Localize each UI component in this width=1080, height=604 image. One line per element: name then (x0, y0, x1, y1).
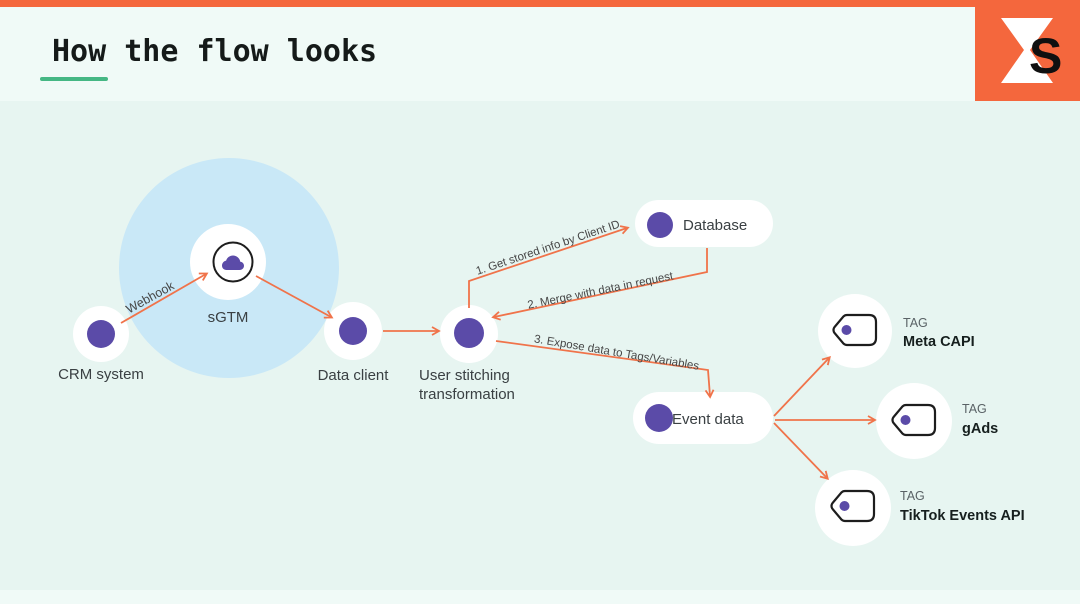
data-client-label: Data client (318, 367, 390, 384)
crm-label: CRM system (58, 366, 144, 383)
meta-capi-tag-type: TAG (903, 316, 928, 330)
gads-tag-icon (891, 403, 937, 437)
meta-capi-name: Meta CAPI (903, 334, 975, 350)
edge-step2-from-database (491, 248, 708, 321)
crm-dot (87, 320, 115, 348)
edge-sgtm-to-data-client (255, 275, 334, 319)
user-stitching-dot (454, 318, 484, 348)
event-data-dot (645, 404, 673, 432)
tiktok-name: TikTok Events API (900, 508, 1025, 524)
edge-webhook (120, 272, 209, 324)
logo-letter: S (1029, 28, 1062, 84)
user-stitching-label-line2: transformation (419, 386, 515, 403)
edge-step3-to-event-data (495, 340, 715, 399)
sgtm-cloud-icon (212, 241, 254, 283)
accent-top-bar (0, 0, 1080, 7)
edge-step1-to-database (468, 225, 630, 308)
sgtm-label: sGTM (208, 309, 249, 326)
meta-capi-tag-icon (832, 313, 878, 347)
tiktok-tag-icon (830, 489, 876, 523)
edge-event-to-tiktok (773, 422, 829, 481)
gads-name: gAds (962, 421, 998, 437)
data-client-dot (339, 317, 367, 345)
tiktok-tag-type: TAG (900, 489, 925, 503)
hourglass-icon (1001, 18, 1053, 83)
brand-logo: S (975, 0, 1080, 101)
title-underline (40, 77, 108, 81)
step2-edge-label: 2. Merge with data in request (527, 270, 676, 311)
node-event-data-pill (633, 392, 773, 444)
page-title: How the flow looks (52, 34, 378, 69)
database-dot (647, 212, 673, 238)
step3-edge-label: 3. Expose data to Tags/Variables (533, 333, 700, 372)
user-stitching-label-line1: User stitching (419, 367, 510, 384)
database-label: Database (683, 217, 747, 234)
step1-edge-label: 1. Get stored info by Client ID (475, 219, 622, 278)
gads-tag-type: TAG (962, 402, 987, 416)
brand-logo-art: S (1001, 18, 1062, 84)
edge-event-to-meta-capi (773, 355, 831, 417)
event-data-label: Event data (672, 411, 744, 428)
node-database-pill (635, 200, 773, 247)
